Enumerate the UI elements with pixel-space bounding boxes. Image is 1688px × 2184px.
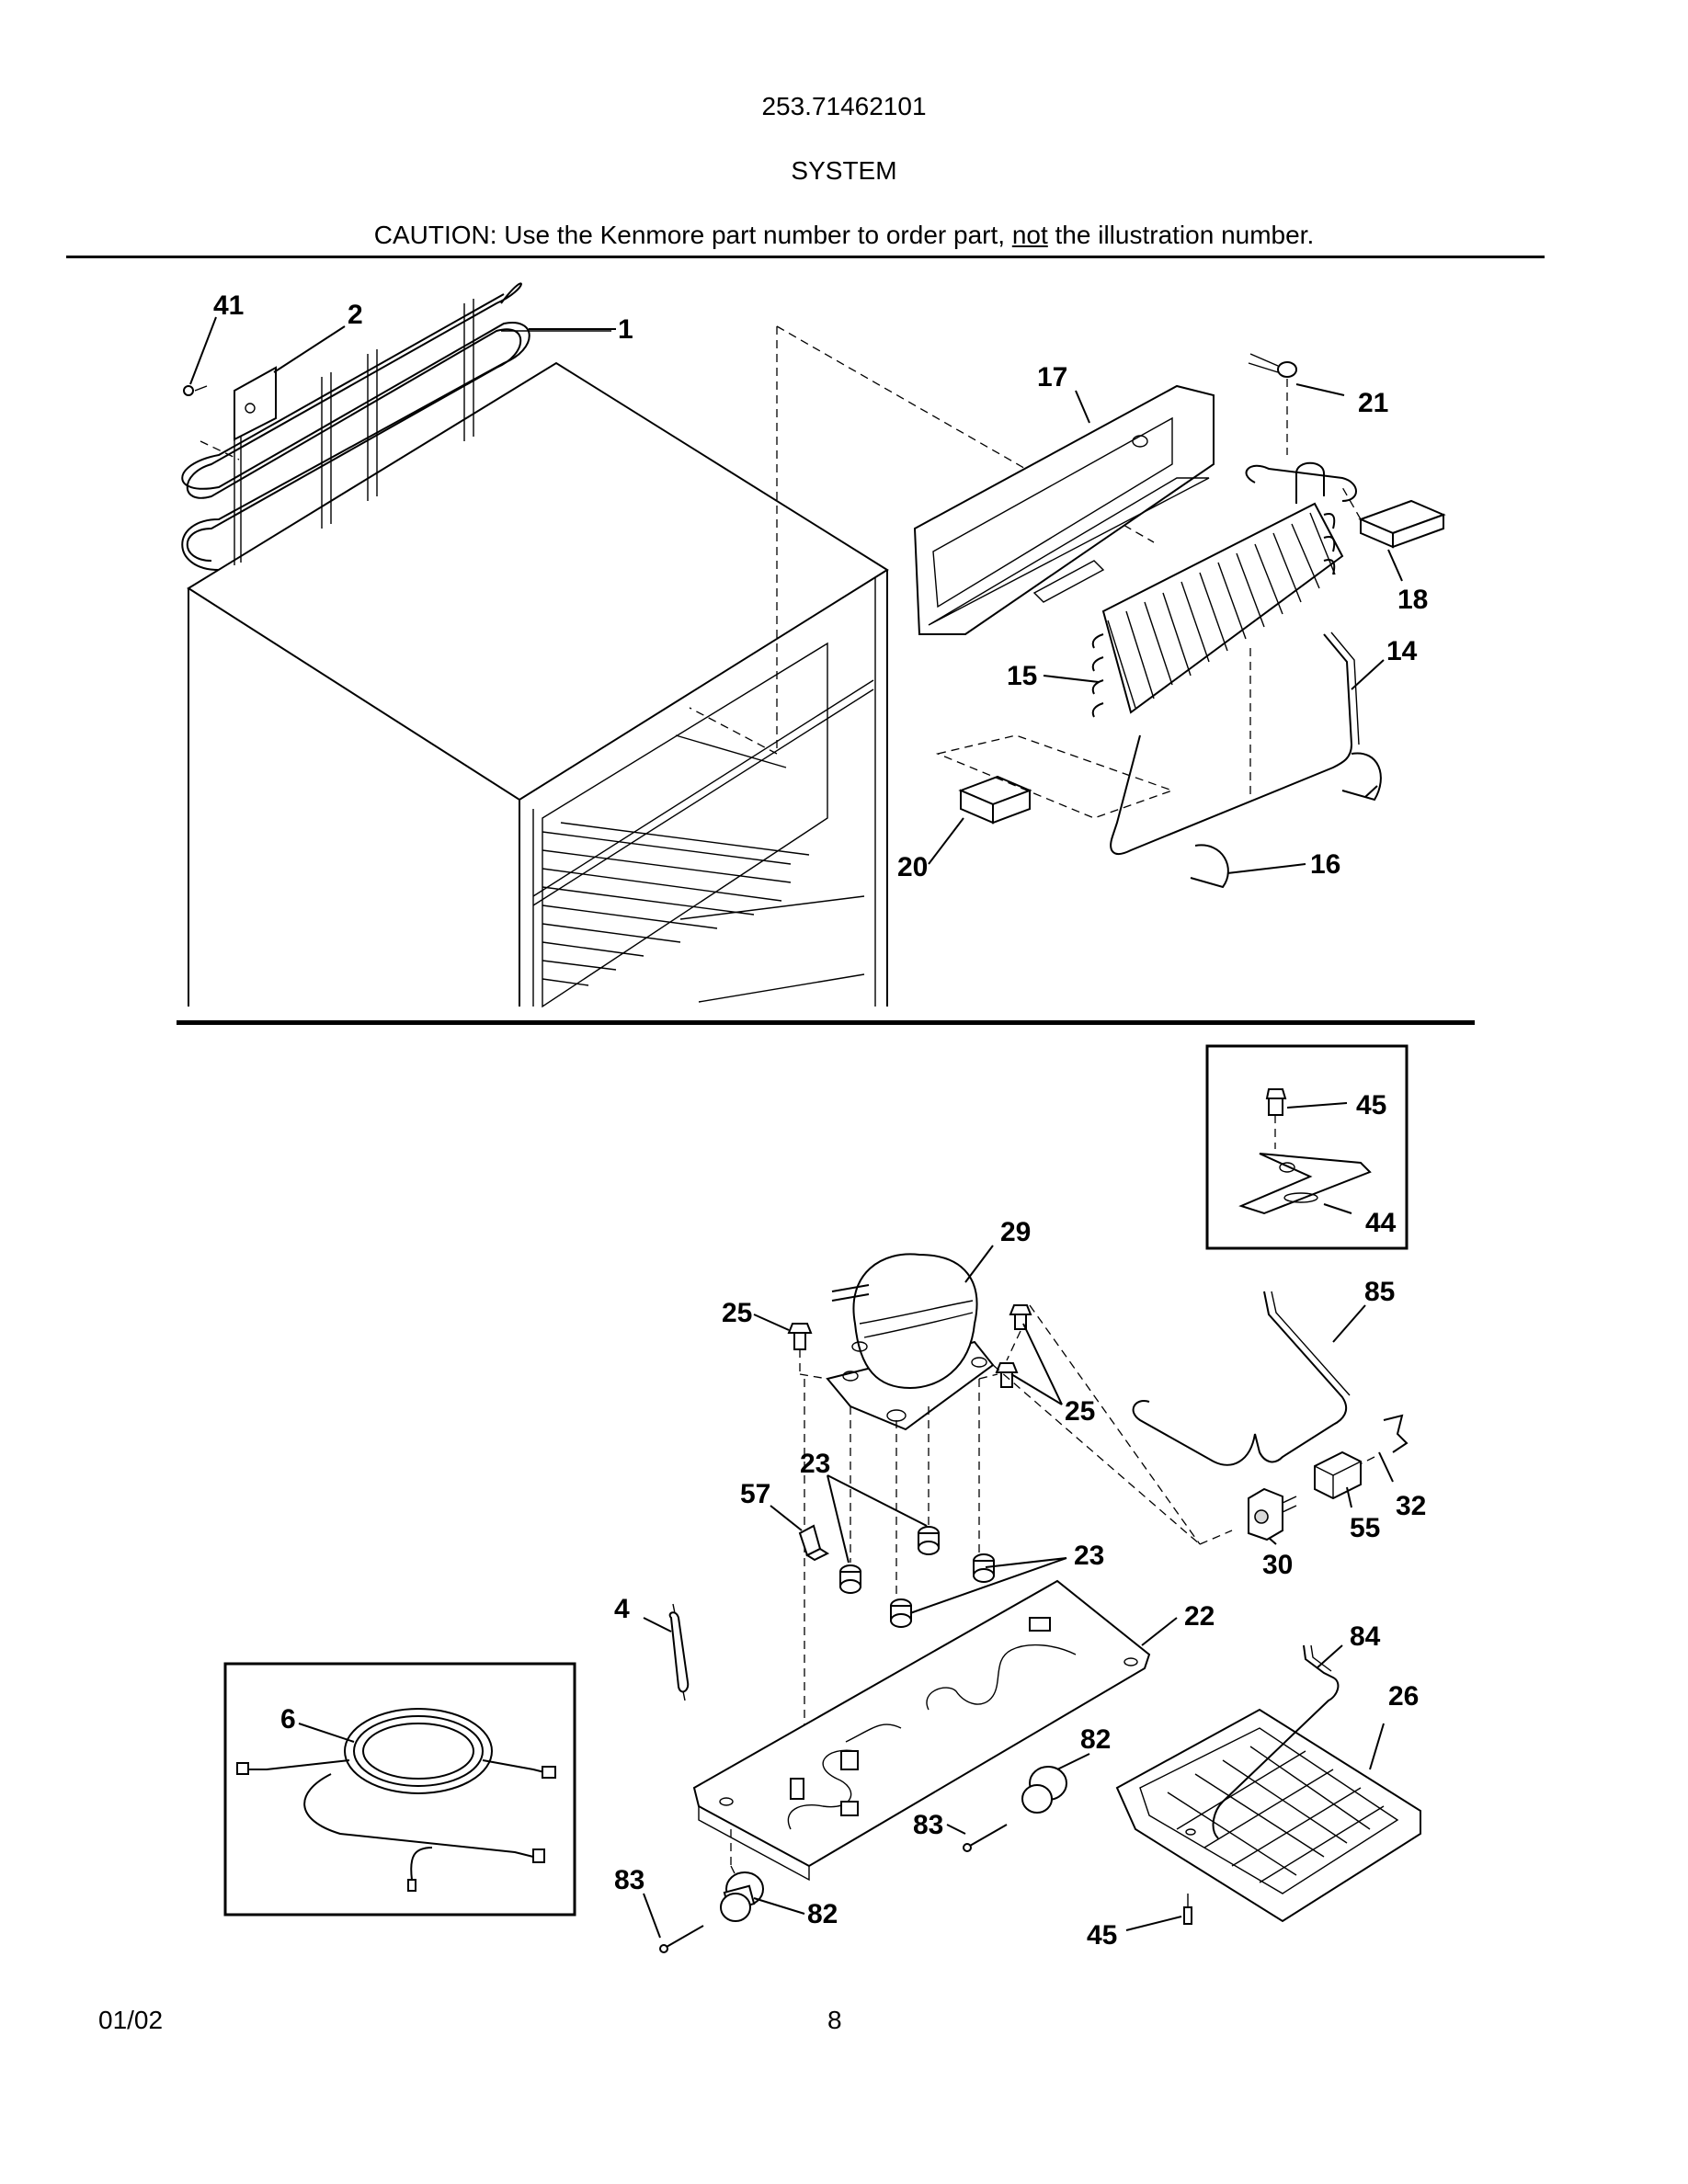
drier-4 — [668, 1603, 690, 1701]
callout-16: 16 — [1310, 849, 1340, 880]
callout-21: 21 — [1358, 388, 1388, 418]
caution-text-start: CAUTION: Use the Kenmore part number to … — [373, 221, 1012, 249]
callout-55: 55 — [1350, 1513, 1380, 1543]
screws-83 — [659, 1824, 1008, 1953]
callout-22: 22 — [1184, 1601, 1215, 1632]
callout-15: 15 — [1007, 661, 1037, 691]
callout-29: 29 — [1000, 1217, 1031, 1247]
callout-25: 25 — [1065, 1396, 1095, 1427]
callout-25: 25 — [722, 1298, 752, 1328]
callout-23: 23 — [1074, 1541, 1104, 1571]
callout-45: 45 — [1356, 1090, 1386, 1120]
screw-45-bottom — [1183, 1894, 1192, 1925]
callout-4: 4 — [614, 1594, 630, 1624]
callout-1: 1 — [618, 314, 633, 345]
caution-emphasis: not — [1011, 221, 1048, 249]
callout-17: 17 — [1037, 362, 1067, 392]
inset-box-cord — [223, 1662, 576, 1917]
tube-85 — [1132, 1291, 1351, 1466]
drain-pan-26 — [1115, 1708, 1421, 1923]
section-divider — [177, 1020, 1475, 1025]
condenser-coil — [181, 282, 611, 571]
page-number: 8 — [827, 2006, 842, 2034]
callout-45: 45 — [1087, 1920, 1117, 1951]
callout-41: 41 — [213, 290, 244, 321]
footer-date: 01/02 — [98, 2006, 164, 2034]
feet-82 — [720, 1766, 1067, 1922]
callout-32: 32 — [1396, 1491, 1426, 1521]
clip-57 — [798, 1524, 830, 1562]
callout-83: 83 — [614, 1865, 644, 1895]
callout-23: 23 — [800, 1449, 830, 1479]
clips-16 — [1190, 752, 1382, 889]
leader-lines — [189, 316, 1403, 1939]
bracket-and-screw — [183, 366, 277, 461]
grommets-23 — [839, 1526, 995, 1628]
guide-line — [689, 707, 778, 755]
callout-85: 85 — [1364, 1277, 1395, 1307]
callout-6: 6 — [280, 1704, 296, 1735]
compressor — [826, 1253, 995, 1431]
callout-14: 14 — [1386, 636, 1418, 666]
inset-box-top — [1205, 1044, 1409, 1250]
evaporator-cover — [913, 384, 1215, 635]
callout-18: 18 — [1397, 585, 1428, 615]
pad-18 — [1341, 486, 1446, 549]
header-rule — [66, 256, 1545, 258]
callout-26: 26 — [1388, 1681, 1419, 1712]
caution-notice: CAUTION: Use the Kenmore part number to … — [0, 221, 1688, 250]
callout-82: 82 — [807, 1899, 838, 1929]
model-number: 253.71462101 — [761, 92, 927, 120]
callout-83: 83 — [913, 1810, 943, 1840]
callout-82: 82 — [1080, 1724, 1111, 1755]
callout-2: 2 — [348, 300, 363, 330]
callout-30: 30 — [1262, 1550, 1293, 1580]
base-pan-22 — [692, 1579, 1151, 1882]
evaporator — [1091, 461, 1357, 718]
section-title: SYSTEM — [791, 156, 897, 185]
drain-tube-14 — [1110, 631, 1360, 855]
pad-20 — [935, 734, 1174, 825]
refrigerator-cabinet — [187, 361, 889, 1008]
overload-30 — [1248, 1487, 1297, 1541]
callout-20: 20 — [897, 852, 928, 882]
relay-55 — [1314, 1450, 1362, 1500]
callout-44: 44 — [1365, 1208, 1397, 1238]
caution-text-end: the illustration number. — [1047, 221, 1315, 249]
callout-57: 57 — [740, 1479, 770, 1509]
thermistor-21 — [1248, 353, 1297, 455]
tube-84 — [1212, 1644, 1340, 1839]
bolts-25 — [787, 1304, 1032, 1388]
callout-84: 84 — [1350, 1621, 1381, 1652]
